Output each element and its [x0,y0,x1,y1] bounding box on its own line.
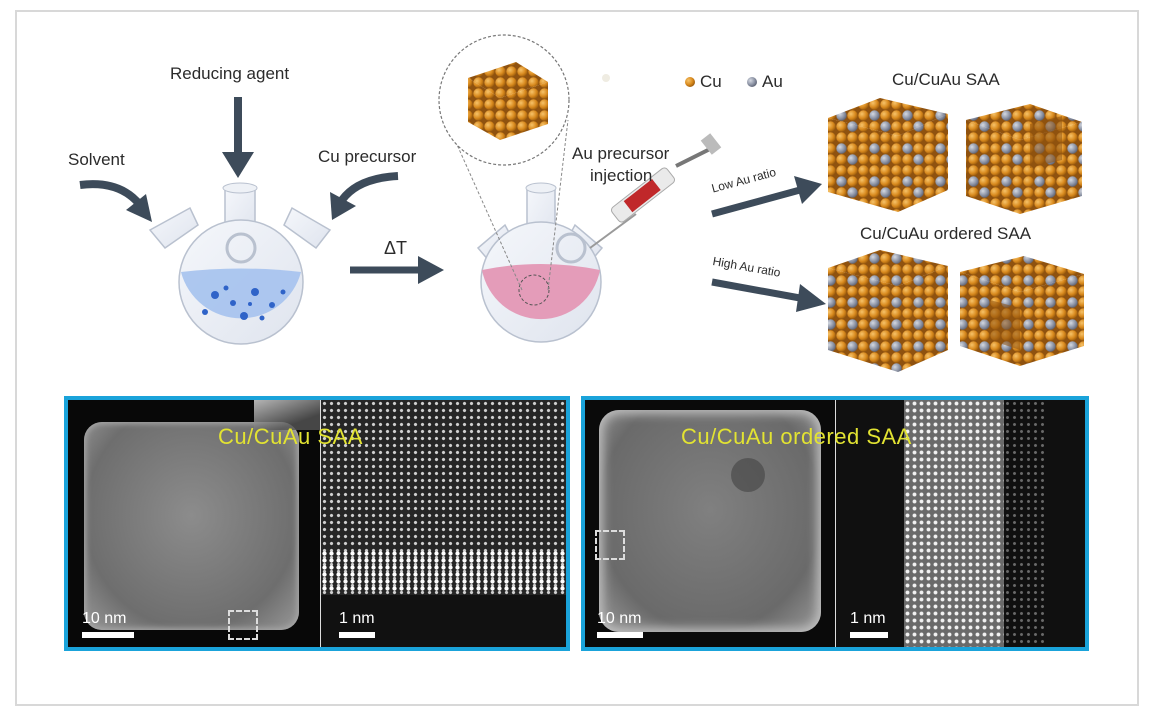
ordered-saa-selection-box [595,530,625,560]
saa-cube-cutaway [966,104,1082,214]
high-ratio-arrow [711,278,826,312]
saa-atomic-image: 1 nm [321,400,566,647]
ordered-saa-title: Cu/CuAu ordered SAA [860,224,1032,243]
au-legend-dot [747,77,757,87]
solvent-arrow [79,180,152,222]
ordered-saa-divider [835,400,836,647]
saa-title: Cu/CuAu SAA [892,70,1000,89]
legend-cu-label: Cu [700,72,722,91]
saa-corner-particle [254,400,324,430]
ordered-saa-scale-bar-large [597,632,643,638]
stray-dot [602,74,610,82]
ordered-saa-scale-label-small: 1 nm [850,610,886,627]
ordered-saa-cube-cutaway [960,256,1084,366]
saa-micrograph-label: Cu/CuAu SAA [218,424,363,449]
micrograph-panel-ordered-saa: 10 nm 1 nm Cu/CuAu ordered SAA [581,396,1089,651]
ordered-saa-edge-lattice [1004,400,1044,647]
ordered-saa-dark-spot [731,458,765,492]
saa-scale-bar-small [339,632,375,638]
saa-bright-rows [321,550,566,592]
cu-precursor-arrow [330,172,399,220]
solvent-label: Solvent [68,150,125,169]
injection-label: injection [590,166,653,185]
saa-vacuum [321,595,566,647]
ordered-saa-nanocube [599,410,821,632]
delta-t-label: ΔT [384,238,408,258]
saa-divider [320,400,321,647]
flask-injection [476,182,604,343]
ordered-saa-atomic-image: 1 nm [836,400,1085,647]
saa-cube-full [828,98,948,212]
saa-selection-box [228,610,258,640]
cu-precursor-label: Cu precursor [318,147,417,166]
cu-legend-dot [685,77,695,87]
flask-initial [148,182,332,345]
ordered-saa-overview-image: 10 nm [585,400,835,647]
ordered-saa-scale-label-large: 10 nm [597,610,642,627]
micrograph-panel-saa: 10 nm 1 nm Cu/CuAu SAA [64,396,570,651]
ordered-saa-cube-full [828,250,948,372]
ordered-saa-scale-bar-small [850,632,888,638]
saa-overview-image: 10 nm [68,400,324,647]
legend-au-label: Au [762,72,783,91]
ordered-saa-lattice-band [904,400,1004,647]
heat-arrow [350,256,444,284]
reducing-agent-arrow [222,97,254,178]
saa-scale-bar-large [82,632,134,638]
ordered-saa-micrograph-label: Cu/CuAu ordered SAA [681,424,912,449]
saa-scale-label-large: 10 nm [82,610,127,627]
saa-scale-label-small: 1 nm [339,610,375,627]
reducing-agent-label: Reducing agent [170,64,290,83]
au-precursor-label: Au precursor [572,144,670,163]
syringe [589,133,722,249]
saa-nanocube [84,422,299,630]
zoom-bubble [438,34,570,291]
low-ratio-arrow [711,176,822,218]
